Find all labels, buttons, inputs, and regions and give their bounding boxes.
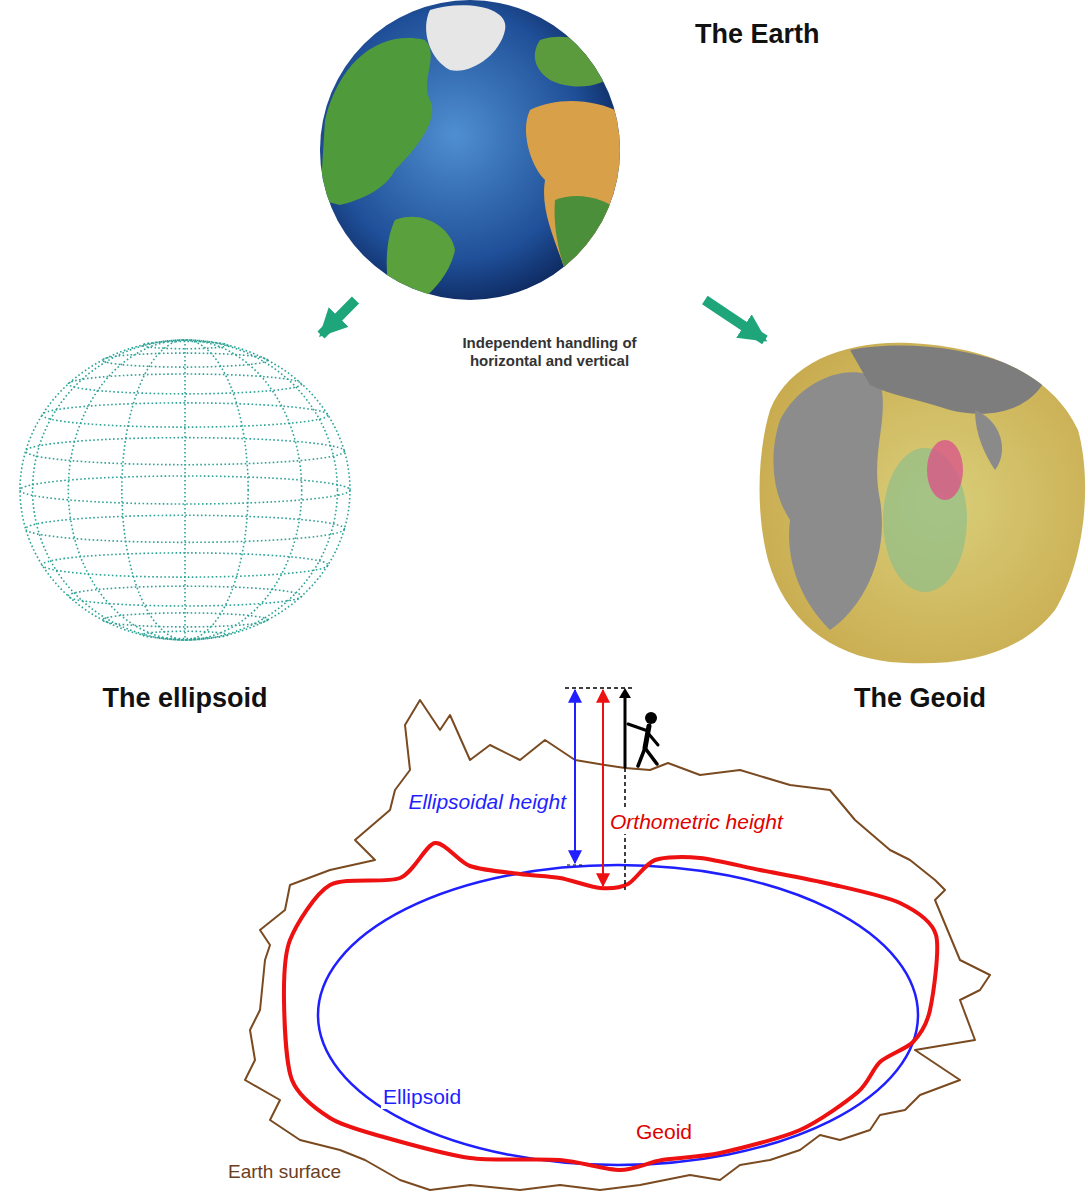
ellipsoid-line — [318, 865, 918, 1165]
figure-node: The Earth — [330, 5, 840, 300]
figure-title: The Earth — [695, 19, 820, 50]
continent — [975, 410, 1002, 470]
person-arm — [648, 733, 658, 745]
earth-surface-line — [245, 700, 990, 1190]
continent — [387, 217, 455, 305]
geoid-figure — [760, 343, 1086, 664]
survey-pole — [624, 696, 627, 768]
person-head — [645, 712, 657, 724]
ellipsoid-dash — [567, 864, 585, 865]
surface-label: Earth surface — [226, 1161, 343, 1184]
continent — [555, 196, 625, 279]
pole-tip — [619, 688, 631, 698]
label-anchor: Independent handling of horizontal and v… — [440, 334, 659, 370]
ellipsoidal-height-arrow — [574, 690, 576, 863]
figure-node: The Geoid — [755, 340, 1085, 720]
continent — [320, 38, 432, 205]
surface-label: Ellipsoid — [381, 1084, 463, 1109]
meridian-line — [20, 340, 350, 640]
continent — [535, 37, 620, 87]
label-anchor: Orthometric height — [608, 809, 785, 834]
latitude-line — [42, 403, 328, 427]
meridian-line — [68, 340, 301, 640]
ellipsoid-wireframe — [20, 340, 350, 640]
person-leg — [645, 748, 657, 764]
person-arm — [628, 724, 648, 731]
geoid-low-core — [927, 440, 963, 500]
continent — [773, 372, 882, 630]
surveyor-figure — [619, 688, 658, 768]
flow-arrow — [705, 300, 765, 340]
figure-node: The ellipsoid — [15, 335, 355, 720]
caption-note: Independent handling of horizontal and v… — [440, 334, 659, 370]
meridian-line — [33, 340, 338, 640]
flow-arrow — [321, 300, 356, 335]
geoid-body — [760, 343, 1086, 664]
reference-dash — [565, 687, 632, 689]
person-leg — [638, 748, 645, 766]
meridian-line — [122, 340, 248, 640]
continent — [426, 5, 505, 71]
height-label: Orthometric height — [608, 809, 785, 834]
orthometric-height-arrow — [602, 690, 604, 886]
label-anchor: Ellipsoidal height — [406, 789, 568, 814]
meridian-line — [184, 340, 186, 640]
figure-title: The ellipsoid — [102, 683, 267, 714]
figure-title: The Geoid — [854, 683, 986, 714]
height-label: Ellipsoidal height — [406, 789, 568, 814]
continent — [850, 345, 1045, 413]
geoid-line — [284, 843, 937, 1170]
continent — [526, 101, 625, 279]
label-anchor: Earth surface — [226, 1161, 343, 1184]
surface-label: Geoid — [634, 1119, 694, 1144]
label-anchor: Geoid — [634, 1119, 694, 1144]
earth-globe — [320, 0, 625, 305]
label-anchor: Ellipsoid — [381, 1084, 463, 1109]
